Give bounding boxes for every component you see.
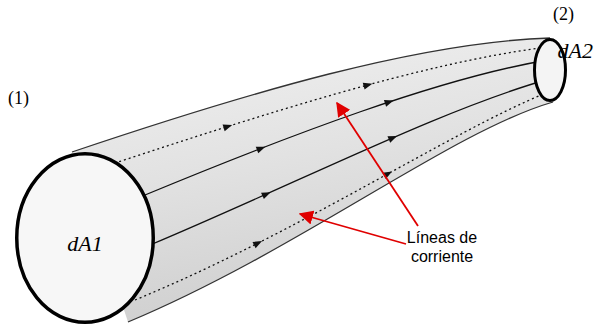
streamline-arrow bbox=[261, 189, 272, 199]
area-symbol: dA2 bbox=[558, 38, 593, 64]
streamline-label: Líneas de corriente bbox=[392, 228, 492, 266]
area-ellipse: dA1 bbox=[15, 152, 155, 324]
tube-edge bbox=[72, 38, 550, 152]
leader-line bbox=[300, 214, 406, 244]
streamline-arrow bbox=[387, 133, 398, 143]
streamline bbox=[135, 93, 546, 300]
streamline bbox=[150, 79, 549, 245]
leader-line bbox=[337, 103, 418, 226]
streamline-arrow bbox=[256, 143, 267, 153]
section-number: (1) bbox=[8, 88, 29, 109]
streamline bbox=[145, 60, 548, 195]
section-number: (2) bbox=[553, 4, 574, 25]
streamline-arrow bbox=[384, 97, 395, 106]
streamline-arrow bbox=[363, 80, 374, 89]
streamline-arrow bbox=[223, 122, 234, 131]
streamline-arrow bbox=[252, 238, 263, 248]
streamline bbox=[100, 48, 540, 168]
area-symbol: dA1 bbox=[67, 231, 102, 257]
tube-edge bbox=[128, 102, 553, 322]
area-ellipse: dA2 bbox=[533, 38, 567, 102]
